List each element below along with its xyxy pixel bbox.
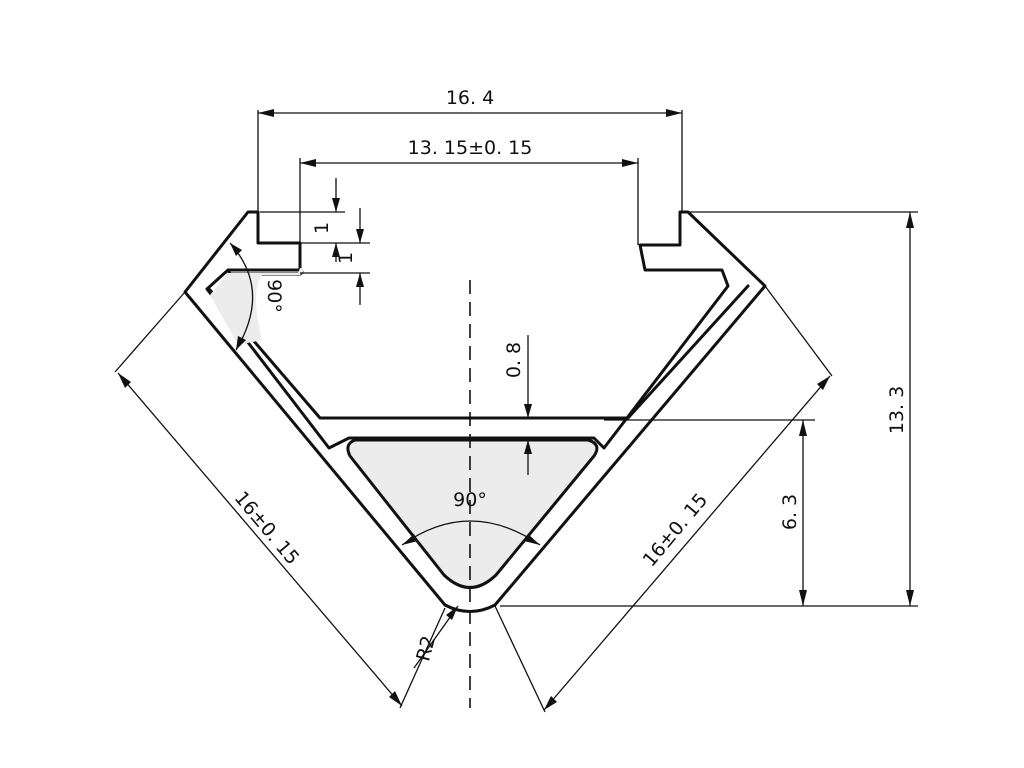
dim-right-side-label: 16±0. 15 <box>639 489 713 571</box>
dim-wall-thickness-label: 0. 8 <box>503 342 525 378</box>
dim-inner-width: 13. 15±0. 15 <box>299 137 639 245</box>
profile-lower-hollow <box>346 438 599 589</box>
dim-lip: 1 1 <box>260 178 370 305</box>
dim-wall-thickness: 0. 8 <box>503 335 532 475</box>
profile-outer-contour <box>183 210 767 613</box>
profile-left-cavity <box>210 268 303 345</box>
dim-total-height: 13. 3 <box>688 211 918 607</box>
dim-total-height-label: 13. 3 <box>886 386 908 434</box>
dim-bottom-angle: 90° <box>401 489 541 546</box>
dim-top-width-label: 16. 4 <box>446 87 494 109</box>
dim-radius: R2 <box>412 605 459 669</box>
dim-corner-angle: 90° <box>229 242 285 351</box>
dim-bottom-angle-label: 90° <box>453 489 487 511</box>
dim-lip-gap-label: 1 <box>335 252 357 264</box>
dim-hollow-height: 6. 3 <box>500 419 815 607</box>
dim-hollow-height-label: 6. 3 <box>779 494 801 530</box>
dim-lip-height-label: 1 <box>311 222 333 234</box>
profile-inner-channel <box>208 284 750 420</box>
dim-left-side-label: 16±0. 15 <box>230 487 304 569</box>
dim-corner-angle-label: 90° <box>263 279 285 313</box>
dim-top-width: 16. 4 <box>257 87 683 212</box>
profile-outline <box>183 210 767 613</box>
dim-inner-width-label: 13. 15±0. 15 <box>408 137 533 159</box>
